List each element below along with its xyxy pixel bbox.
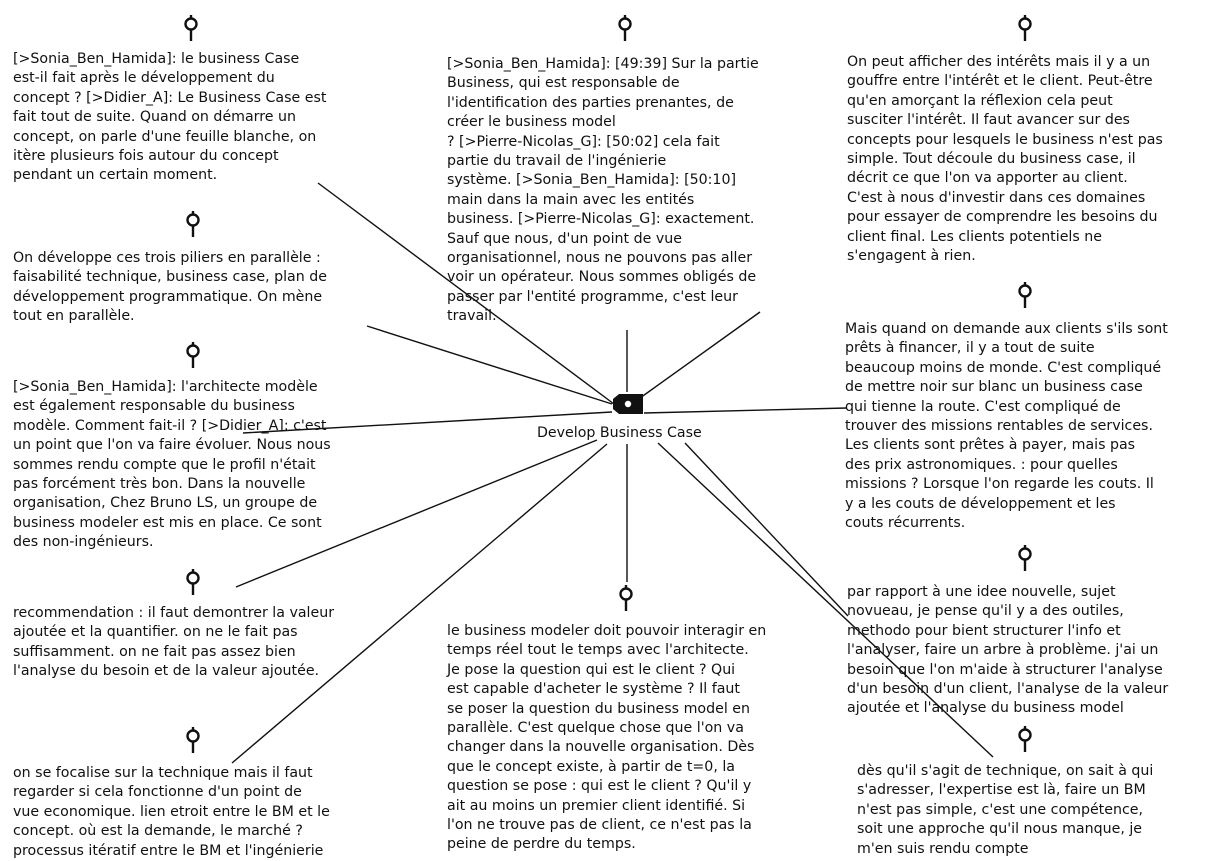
note-text-6: [>Sonia_Ben_Hamida]: l'architecte modèle… [13, 379, 331, 551]
edge-n11 [657, 442, 994, 758]
note-text-11: dès qu'il s'agit de technique, on sait à… [857, 763, 1154, 857]
note-text-10: on se focalise sur la technique mais il … [13, 765, 330, 859]
edge-n5 [643, 407, 848, 414]
note-text-3: On peut afficher des intérêts mais il y … [847, 54, 1163, 265]
note-text-1: [>Sonia_Ben_Hamida]: le business Case es… [13, 51, 327, 184]
central-node-label: Develop Business Case [537, 425, 702, 441]
pin-icon [184, 15, 198, 41]
note-text-4: On développe ces trois piliers en parall… [13, 250, 327, 325]
note-text-7: recommendation : il faut demontrer la va… [13, 605, 335, 680]
pin-icon [1018, 15, 1032, 41]
edge-n8 [684, 442, 849, 617]
edge-n7 [235, 439, 598, 588]
pin-icon [619, 585, 633, 611]
pin-icon [1018, 282, 1032, 308]
note-text-9: le business modeler doit pouvoir interag… [447, 623, 767, 853]
pin-icon [186, 727, 200, 753]
note-text-8: par rapport à une idee nouvelle, sujet n… [847, 584, 1169, 717]
pin-icon [1018, 726, 1032, 752]
note-text-5: Mais quand on demande aux clients s'ils … [845, 321, 1168, 532]
edge-n4 [366, 325, 613, 405]
pin-icon [186, 569, 200, 595]
edge-n3 [639, 311, 761, 399]
pin-icon [186, 342, 200, 368]
tag-icon [613, 394, 643, 414]
edge-n6 [242, 411, 613, 434]
pin-icon [1018, 545, 1032, 571]
pin-icon [618, 15, 632, 41]
note-text-2: [>Sonia_Ben_Hamida]: [49:39] Sur la part… [447, 56, 759, 325]
edge-n1 [317, 182, 615, 405]
pin-icon [186, 211, 200, 237]
edge-n10 [231, 443, 608, 764]
